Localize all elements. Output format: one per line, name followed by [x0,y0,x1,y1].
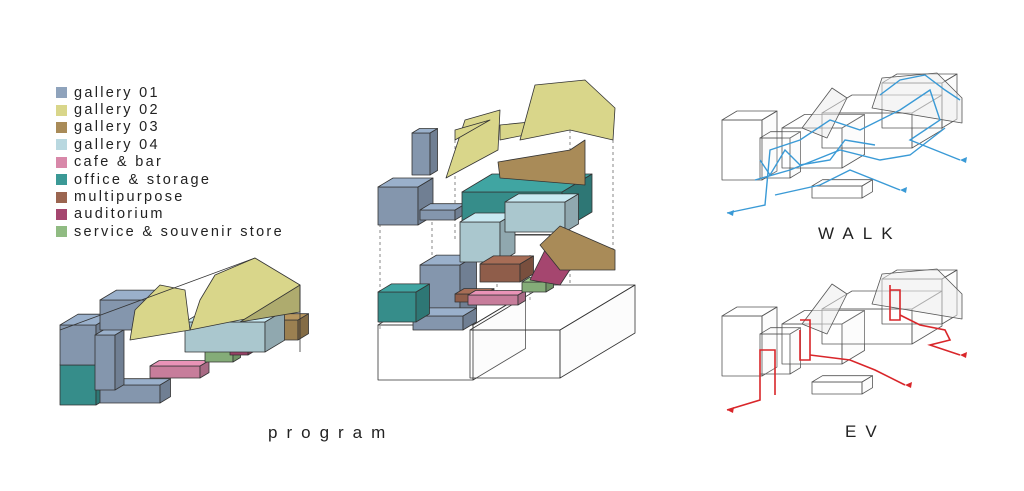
gallery02-roof-a [129,284,191,341]
legend-item: gallery 01 [56,84,284,101]
ev-roof-b [871,268,963,320]
route-arrowhead [900,187,907,193]
legend-label: gallery 02 [74,102,160,119]
ev-route [799,319,811,361]
gallery01-cube-top [377,177,434,188]
legend-swatch [56,208,67,220]
legend-swatch [56,191,67,203]
legend-item: cafe & bar [56,154,284,171]
gallery03-b [497,139,586,186]
service-store-front [521,281,547,293]
cafe-bar-front [149,365,201,379]
legend-item: gallery 04 [56,136,284,153]
legend-item: gallery 03 [56,119,284,136]
route-arrowhead [905,382,912,388]
legend-swatch [56,87,67,99]
cafe-bar-front [467,294,519,306]
legend-swatch [56,121,67,133]
walk-route [759,139,876,177]
route-arrowhead [960,157,967,163]
legend-label: cafe & bar [74,154,164,171]
walk-route [726,88,961,214]
walk-route [774,169,901,196]
gallery01-tall-front [59,324,97,366]
cafe-bar-top [149,360,210,367]
gallery01-tower-front [94,334,116,391]
gallery01-cube-front [377,186,419,226]
gallery01-tower-side [114,329,125,391]
legend-swatch [56,139,67,151]
legend-label: multipurpose [74,189,185,206]
gallery02-a [445,109,501,179]
walk-block-a-top [721,110,778,121]
ev-block-f-top [811,375,873,383]
legend-label: office & storage [74,171,212,188]
site-outline-front [377,324,474,381]
legend-swatch [56,104,67,116]
legend-item: service & souvenir store [56,223,284,240]
multipurpose-top [479,255,534,265]
legend-item: gallery 02 [56,101,284,118]
walk-route [879,74,961,101]
ev-block-a-front [721,315,763,377]
route-arrowhead [727,407,734,413]
gallery01-shaft-front [411,132,431,176]
outline-edge [59,257,256,331]
ev-route [889,285,901,321]
legend-item: auditorium [56,206,284,223]
gallery01-shaft-side [429,128,438,176]
route-arrowhead [960,352,967,358]
route-arrowhead [727,210,734,216]
legend-label: auditorium [74,206,165,223]
ev-block-b-top [759,327,801,335]
gallery02-c [454,119,491,141]
legend-item: office & storage [56,171,284,188]
legend-label: service & souvenir store [74,223,284,240]
office-storage-top [377,283,430,293]
ev-roof-a [801,283,848,335]
legend-label: gallery 01 [74,84,160,101]
gallery01-slab-front [419,209,456,221]
caption-walk: WALK [818,224,902,243]
caption-ev: EV [845,422,886,441]
caption-program: program [268,423,395,442]
walk-block-b-top [759,131,801,139]
legend-label: gallery 03 [74,119,160,136]
legend-swatch [56,156,67,168]
walk-block-a-front [721,119,763,181]
multipurpose-front [479,263,521,283]
gallery02-b [519,79,616,141]
gallery01-shaft-top [411,128,438,134]
legend-label: gallery 04 [74,136,160,153]
ev-route [899,314,961,356]
legend-swatch [56,226,67,238]
legend-swatch [56,174,67,186]
legend-item: multipurpose [56,188,284,205]
building-outline-front [469,329,561,379]
gallery04-wide-top [504,193,579,203]
gallery03-a [539,225,616,271]
walk-block-f-front [811,185,863,199]
office-storage-front [377,291,417,323]
ev-route [726,349,776,411]
gallery04-wide-front [504,201,566,233]
ev-block-a-top [721,306,778,317]
ev-block-f-front [811,381,863,395]
walk-route [754,127,946,181]
walk-roof-a [801,87,848,139]
office-block-front [59,364,97,406]
ev-route [809,354,906,386]
cafe-bar-top [467,290,526,296]
